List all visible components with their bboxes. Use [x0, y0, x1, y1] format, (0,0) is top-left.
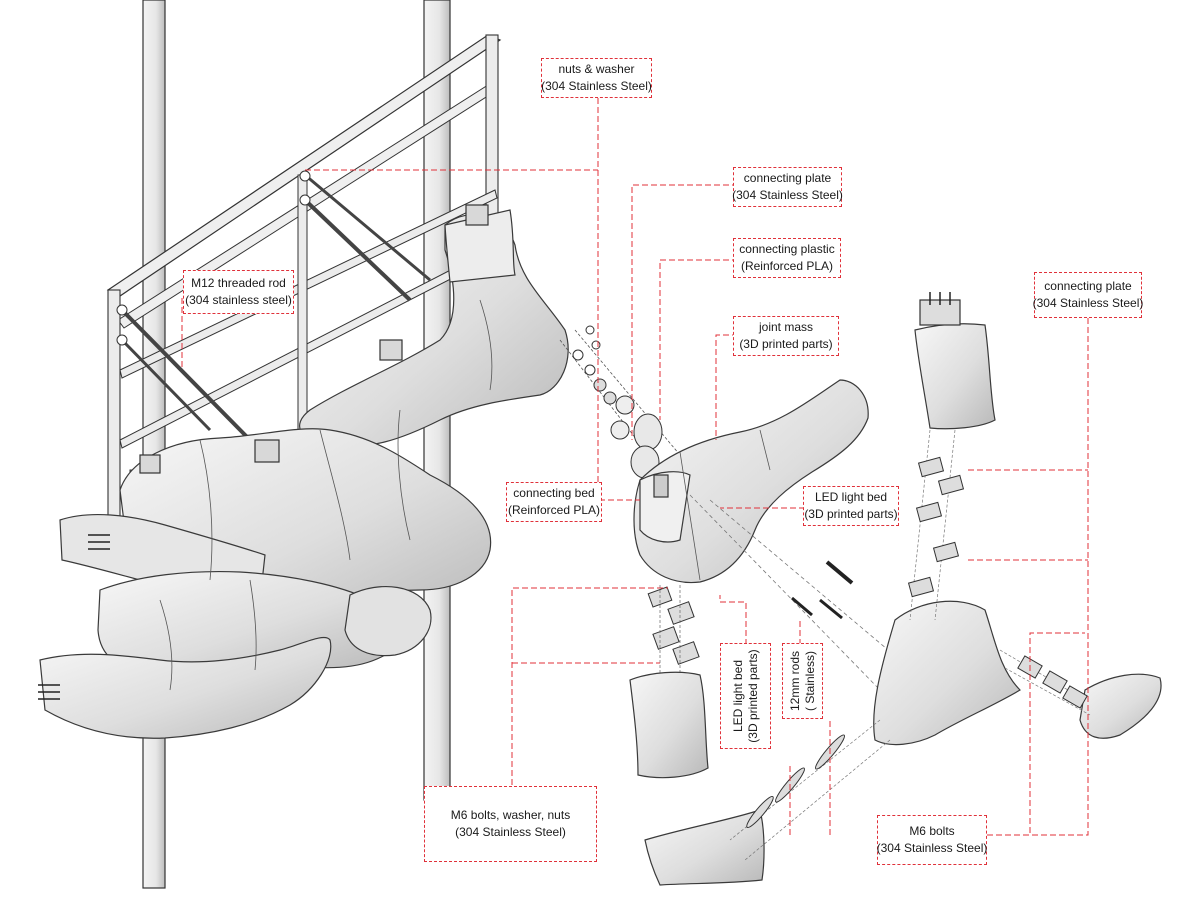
- label-line: ( Stainless): [802, 650, 817, 712]
- right-cluster-hardware: [729, 429, 1091, 861]
- label-line: (304 stainless steel): [185, 293, 292, 307]
- frame-inner-post-a: [297, 174, 308, 441]
- label-connecting-plastic: connecting plastic (Reinforced PLA): [733, 238, 841, 278]
- label-joint-mass: joint mass (3D printed parts): [733, 316, 839, 356]
- label-line: (3D printed parts): [745, 649, 760, 743]
- label-12mm-rods: 12mm rods ( Stainless): [782, 643, 823, 719]
- label-line: (3D printed parts): [739, 337, 833, 351]
- label-line: 12mm rods: [787, 650, 802, 712]
- label-line: (304 Stainless Steel): [732, 188, 843, 202]
- callout-leaders: [181, 98, 1089, 836]
- threaded-rod-1: [120, 308, 252, 442]
- label-line: LED light bed: [730, 659, 745, 733]
- label-line: M12 threaded rod: [191, 276, 286, 290]
- center-lower-hardware: [647, 585, 700, 680]
- label-line: connecting plate: [743, 171, 832, 185]
- threaded-rod-4: [120, 338, 212, 432]
- exploded-nuts-chain: [559, 325, 681, 479]
- label-line: (304 Stainless Steel): [455, 825, 566, 839]
- label-line: joint mass: [758, 320, 814, 334]
- label-threaded-rod: M12 threaded rod (304 stainless steel): [183, 270, 294, 314]
- label-connecting-bed: connecting bed (Reinforced PLA): [506, 482, 602, 522]
- threaded-rod-2: [303, 198, 412, 302]
- label-line: nuts & washer: [558, 62, 635, 76]
- threaded-rod-3: [304, 173, 431, 282]
- sculpture-bottom-arm: [39, 636, 332, 739]
- label-m6-bolts-washer-nuts: M6 bolts, washer, nuts (304 Stainless St…: [424, 786, 597, 862]
- label-connecting-plate-right: connecting plate (304 Stainless Steel): [1032, 272, 1144, 318]
- label-line: (Reinforced PLA): [740, 259, 834, 273]
- frame-mid-rail: [119, 189, 498, 379]
- center-lower-part: [629, 671, 709, 779]
- label-connecting-plate-top: connecting plate (304 Stainless Steel): [732, 167, 843, 207]
- label-line: LED light bed: [814, 490, 888, 504]
- assembled-sculpture: [38, 204, 569, 739]
- label-led-light-bed-vertical: LED light bed (3D printed parts): [720, 643, 771, 749]
- joint-mass: [633, 379, 869, 584]
- label-line: M6 bolts: [909, 824, 955, 838]
- label-line: connecting bed: [513, 486, 595, 500]
- label-line: (304 Stainless Steel): [1032, 296, 1144, 310]
- frame-left-stile: [107, 289, 121, 541]
- label-line: (3D printed parts): [804, 507, 898, 521]
- frame-post-left: [142, 0, 166, 889]
- label-line: (304 Stainless Steel): [876, 841, 988, 855]
- sculpture-upper-lobe: [444, 209, 516, 283]
- label-line: (Reinforced PLA): [507, 503, 601, 517]
- label-led-light-bed: LED light bed (3D printed parts): [803, 486, 899, 526]
- right-cluster: [644, 292, 1162, 886]
- label-line: (304 Stainless Steel): [541, 79, 652, 93]
- rods-12mm: [689, 494, 901, 691]
- label-line: M6 bolts, washer, nuts: [450, 808, 571, 822]
- sculpture-right-foot: [344, 585, 432, 657]
- label-line: connecting plastic: [739, 242, 835, 256]
- label-line: connecting plate: [1044, 279, 1132, 293]
- label-m6-bolts: M6 bolts (304 Stainless Steel): [877, 815, 987, 865]
- label-nuts-washer: nuts & washer (304 Stainless Steel): [541, 58, 652, 98]
